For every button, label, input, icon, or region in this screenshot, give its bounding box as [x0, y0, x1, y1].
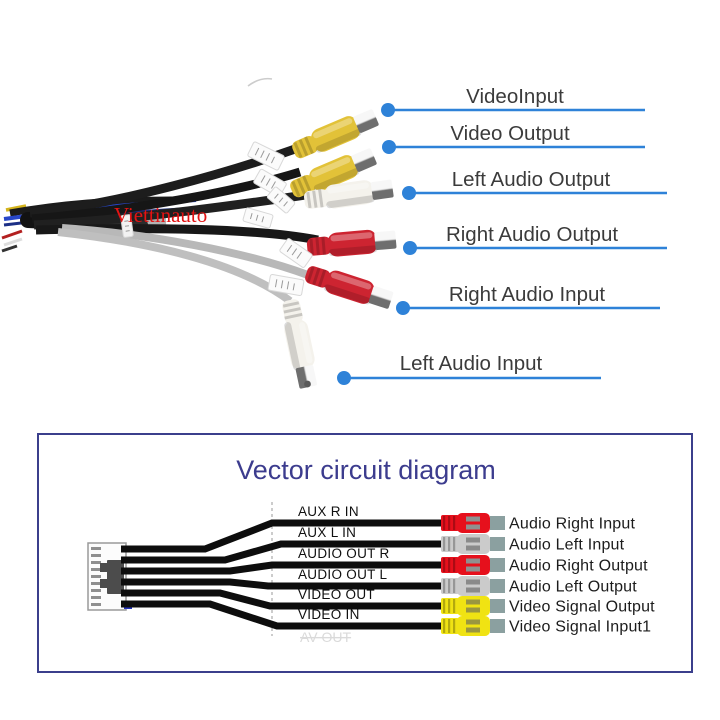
row-label: Audio Left Input — [509, 537, 625, 554]
rca-right-audio-input — [302, 261, 395, 313]
wire-label: VIDEO OUT — [298, 587, 375, 602]
callout-dot — [381, 103, 395, 117]
ghost-text: AV OUT — [300, 629, 352, 645]
callout-dot — [403, 241, 417, 255]
photo-scratch — [247, 77, 273, 87]
plug-audio-right-output — [441, 555, 505, 575]
plug-audio-right-input — [441, 513, 505, 533]
row-label: Video Signal Output — [509, 599, 655, 616]
wire-label: VIDEO IN — [298, 607, 360, 622]
wire-audio-out-r — [121, 561, 449, 575]
wire-aux-r-in — [121, 519, 449, 553]
wire-audio-out-l — [121, 578, 449, 590]
watermark-text: Viettinauto — [114, 203, 207, 227]
wire-video-out — [121, 589, 449, 610]
callout-dot — [396, 301, 410, 315]
connector-pins — [91, 547, 101, 606]
wire-label: AUDIO OUT L — [298, 567, 388, 582]
connector-key-upper — [100, 563, 108, 572]
diagram-border — [37, 433, 693, 673]
wire-video-in — [121, 600, 449, 630]
cable-tags — [120, 141, 313, 297]
wire-aux-l-in — [121, 540, 449, 564]
row-label: Video Signal Input1 — [509, 619, 651, 636]
callout-video-output: Video Output — [382, 122, 645, 154]
diagram-plugs — [441, 513, 505, 636]
callout-label: Left Audio Input — [400, 352, 543, 375]
diagram-title: Vector circuit diagram — [236, 455, 496, 485]
callouts: VideoInput Video Output Left Audio Outpu… — [337, 85, 667, 385]
callout-label: Right Audio Output — [446, 223, 618, 246]
red-wire — [1, 229, 23, 240]
plug-video-signal-output — [441, 596, 505, 616]
plug-audio-left-input — [441, 534, 505, 554]
diagram-row-labels: Audio Right Input Audio Left Input Audio… — [509, 516, 655, 636]
plug-video-signal-input — [441, 616, 505, 636]
head-unit-connector — [87, 542, 132, 611]
callout-video-input: VideoInput — [381, 85, 645, 117]
circuit-diagram: Vector circuit diagram — [37, 433, 693, 673]
callout-label: Right Audio Input — [449, 283, 605, 306]
callout-label: VideoInput — [466, 85, 564, 108]
callout-right-audio-output: Right Audio Output — [403, 223, 667, 255]
wire-labels: AUX R IN AUX L IN AUDIO OUT R AUDIO OUT … — [298, 504, 390, 622]
row-label: Audio Right Input — [509, 516, 636, 533]
callout-label: Video Output — [450, 122, 570, 145]
callout-right-audio-input: Right Audio Input — [396, 283, 660, 315]
callout-dot — [402, 186, 416, 200]
rca-right-audio-output — [306, 227, 397, 260]
rca-left-audio-input — [278, 297, 321, 390]
rca-socket-hole — [304, 380, 311, 388]
cable-right-audio-input — [61, 224, 310, 279]
connector-key-lower — [100, 579, 108, 588]
row-label: Audio Left Output — [509, 579, 637, 596]
callout-label: Left Audio Output — [452, 168, 611, 191]
diagram-wires — [121, 519, 449, 630]
wire-label: AUX L IN — [298, 525, 356, 540]
callout-left-audio-input: Left Audio Input — [337, 352, 601, 385]
callout-left-audio-output: Left Audio Output — [402, 168, 667, 200]
callout-dot — [382, 140, 396, 154]
white-wire — [3, 237, 23, 247]
connector-latch — [107, 560, 124, 594]
wire-label: AUX R IN — [298, 504, 359, 519]
black-wire — [1, 244, 18, 253]
harness-photo: Viettinauto VideoInput Video Output Left… — [1, 77, 667, 390]
plug-audio-left-output — [441, 576, 505, 596]
yellow-wire — [5, 204, 27, 212]
row-label: Audio Right Output — [509, 558, 648, 575]
callout-dot — [337, 371, 351, 385]
wire-label: AUDIO OUT R — [298, 546, 390, 561]
